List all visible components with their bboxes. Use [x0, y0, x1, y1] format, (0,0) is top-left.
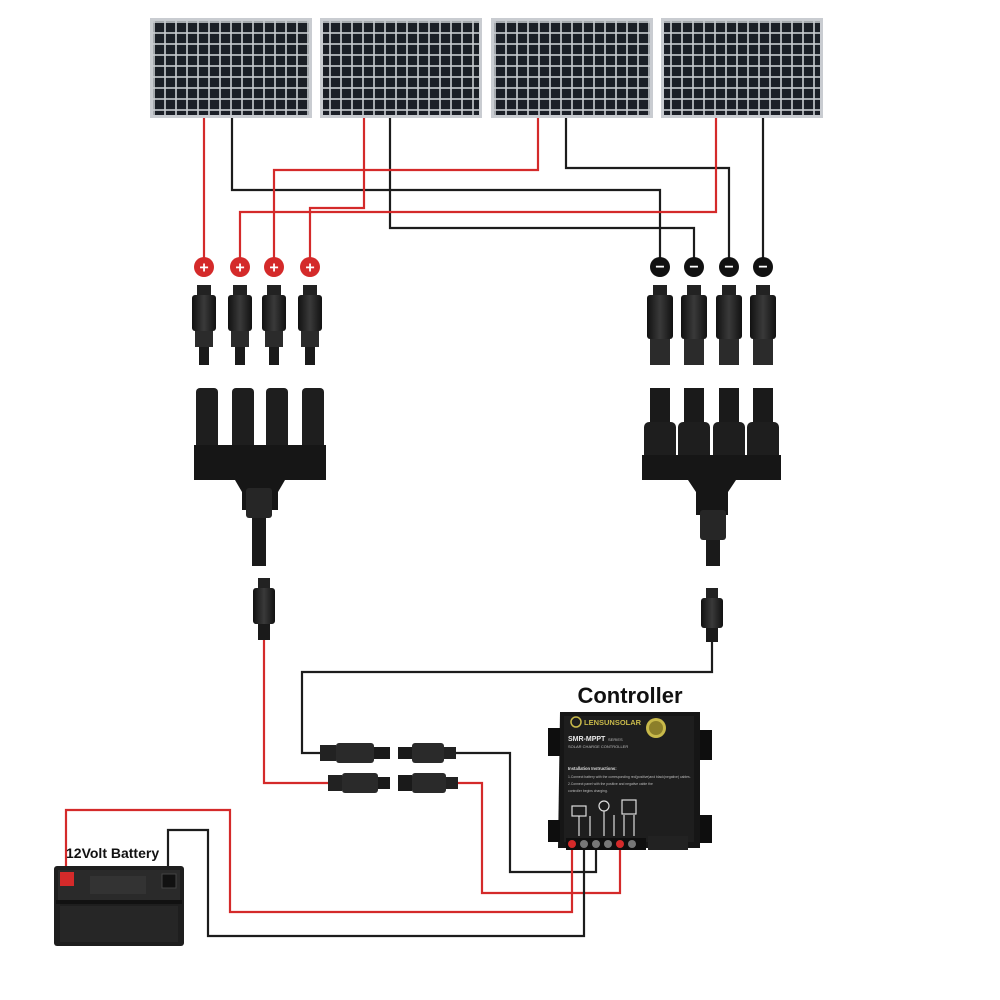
negative-symbol: −: [724, 259, 733, 276]
battery-label: 12Volt Battery: [66, 845, 159, 861]
positive-symbol: +: [269, 260, 278, 277]
wire-negative-array-out: [300, 642, 714, 755]
mc4-connector-icon: [298, 285, 322, 365]
negative-badge: −: [753, 257, 773, 277]
controller-model: SMR-MPPT: [568, 736, 606, 743]
mc4-pair-negative: [320, 743, 456, 763]
mc4-pair-positive: [328, 773, 458, 793]
wire-negative-to-controller: [456, 751, 598, 874]
controller-model-suffix: SERIES: [608, 737, 623, 742]
negative-badge: −: [684, 257, 704, 277]
wire-positive-panel-4: [238, 118, 718, 260]
positive-badge: +: [230, 257, 250, 277]
wire-battery-positive: [64, 808, 574, 914]
mc4-connector-icon: [716, 285, 742, 365]
mc4-connector-icon: [701, 588, 723, 642]
wire-negative-panel-3: [564, 118, 731, 260]
pv-negative-terminal: [592, 840, 600, 848]
negative-badge: −: [650, 257, 670, 277]
negative-badge: −: [719, 257, 739, 277]
positive-mc4-connectors: [192, 285, 322, 365]
charge-controller-icon: LENSUNSOLAR SMR-MPPT SERIES SOLAR CHARGE…: [548, 712, 712, 850]
mc4-connector-icon: [192, 285, 216, 365]
positive-badge: +: [194, 257, 214, 277]
battery-positive-terminal: [568, 840, 576, 848]
mc4-connector-icon: [647, 285, 673, 365]
panel-terminal-icon: [621, 799, 637, 815]
rj45-port: [648, 836, 688, 850]
mc4-connector-icon: [228, 285, 252, 365]
wire-negative-panel-1: [230, 118, 662, 260]
load-terminal: [628, 840, 636, 848]
instruction-line: 2.Connect panel with the positive and ne…: [568, 782, 653, 786]
battery-negative-terminal: [580, 840, 588, 848]
load-terminal: [604, 840, 612, 848]
mc4-connector-icon: [262, 285, 286, 365]
positive-badge: +: [300, 257, 320, 277]
mc4-connector-icon: [681, 285, 707, 365]
mc4-connector-icon: [750, 285, 776, 365]
solar-panel-1-icon: [150, 18, 312, 118]
positive-symbol: +: [235, 260, 244, 277]
negative-symbol: −: [758, 259, 767, 276]
negative-branch-connector-icon: [642, 388, 781, 566]
positive-branch-connector-icon: [194, 388, 326, 566]
instruction-line: controller begins charging.: [568, 789, 608, 793]
instruction-line: 1.Connect battery with the corresponding…: [568, 775, 691, 779]
main-wires: [64, 640, 714, 938]
solar-panels: [150, 18, 823, 118]
wire-positive-panel-3: [272, 118, 540, 260]
wire-battery-negative: [166, 828, 586, 938]
negative-symbol: −: [655, 259, 664, 276]
negative-badges: − − − −: [650, 257, 773, 277]
wire-positive-to-controller: [458, 781, 622, 895]
wire-positive-panel-2: [308, 118, 366, 260]
solar-panel-3-icon: [491, 18, 653, 118]
positive-badge: +: [264, 257, 284, 277]
wire-positive-array-out: [262, 640, 328, 785]
controller-subtitle: SOLAR CHARGE CONTROLLER: [568, 744, 628, 749]
negative-mc4-connectors: [647, 285, 776, 365]
wire-negative-panel-2: [388, 118, 696, 260]
controller-brand: LENSUNSOLAR: [584, 718, 642, 727]
battery-negative-post: [161, 873, 177, 889]
brand-logo-icon: [570, 716, 582, 728]
positive-symbol: +: [199, 260, 208, 277]
positive-symbol: +: [305, 260, 314, 277]
solar-panel-2-icon: [320, 18, 482, 118]
pv-positive-terminal: [616, 840, 624, 848]
battery-icon: [54, 866, 184, 946]
positive-badges: + + + +: [194, 257, 320, 277]
mc4-connector-icon: [253, 578, 275, 640]
instructions-title: Installation Instructions:: [568, 766, 617, 771]
panel-wires: [202, 118, 765, 260]
battery-positive-post: [60, 872, 74, 886]
solar-panel-4-icon: [661, 18, 823, 118]
controller-label: Controller: [577, 683, 683, 708]
negative-symbol: −: [689, 259, 698, 276]
